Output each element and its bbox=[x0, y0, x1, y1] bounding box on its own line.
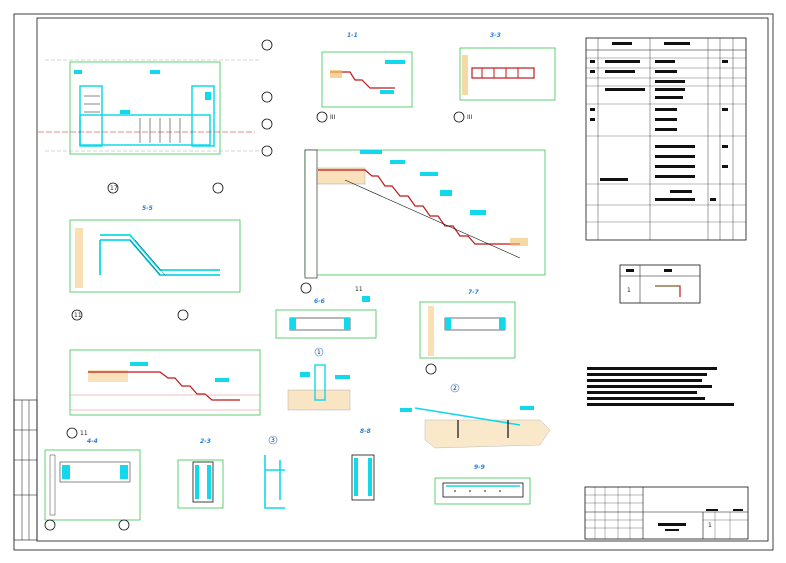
section-2-3-title: 2-3 bbox=[200, 438, 211, 445]
axis-label: III bbox=[467, 114, 473, 121]
section-6-6: 6-6 bbox=[275, 296, 377, 339]
callout-label: 2 bbox=[453, 385, 457, 392]
plan-axis-a bbox=[107, 182, 119, 194]
section-1-1-title: 1-1 bbox=[347, 32, 358, 39]
detail-callout-3: 3 bbox=[264, 435, 285, 509]
section-9-9: 9-9 bbox=[434, 464, 531, 505]
section-8-8-title: 8-8 bbox=[360, 428, 371, 435]
section-3-3-title: 3-3 bbox=[490, 32, 501, 39]
section-7-7-title: 7-7 bbox=[468, 289, 480, 296]
title-block: 1 bbox=[584, 486, 749, 540]
section-4-4-title: 4-4 bbox=[87, 438, 98, 445]
plan-view: 17 bbox=[38, 39, 273, 194]
section-3-3: 3-3 III bbox=[453, 32, 556, 123]
section-1-1: 1-1 III bbox=[316, 32, 413, 123]
section-4-4: 4-4 bbox=[44, 438, 141, 531]
callout-label: 1 bbox=[317, 349, 321, 356]
section-2-2: 11 bbox=[300, 149, 546, 294]
axis-label: III bbox=[330, 114, 336, 121]
axis-label: 11 bbox=[355, 286, 363, 293]
section-7-7: 7-7 bbox=[419, 289, 516, 375]
section-8-8: 8-8 bbox=[351, 428, 375, 501]
callout-label: 3 bbox=[271, 437, 275, 444]
detail-table: 1 bbox=[619, 264, 701, 304]
notes-block bbox=[587, 367, 734, 406]
section-2-3: 2-3 bbox=[177, 438, 224, 509]
outer-frame bbox=[13, 13, 774, 551]
detail-callout-2: 2 bbox=[400, 383, 551, 449]
section-9-9-title: 9-9 bbox=[474, 464, 485, 471]
section-lower-flight: 11 bbox=[66, 349, 261, 439]
axis-label: 11 bbox=[74, 312, 82, 319]
plan-dim-frame bbox=[69, 61, 221, 155]
detail-table-row-mark: 1 bbox=[627, 287, 631, 294]
axis-label: 11 bbox=[80, 430, 88, 437]
binding-strip-lines bbox=[14, 400, 37, 540]
section-5-5-title: 5-5 bbox=[142, 205, 153, 212]
detail-callout-1: 1 bbox=[287, 347, 351, 411]
axis-label: 17 bbox=[110, 185, 118, 192]
section-6-6-title: 6-6 bbox=[314, 298, 325, 305]
spec-table bbox=[585, 37, 747, 241]
sheet-number: 1 bbox=[708, 522, 712, 529]
binding-strip bbox=[13, 399, 38, 541]
section-5-5: 5-5 11 bbox=[69, 205, 241, 321]
inner-frame bbox=[36, 17, 769, 542]
